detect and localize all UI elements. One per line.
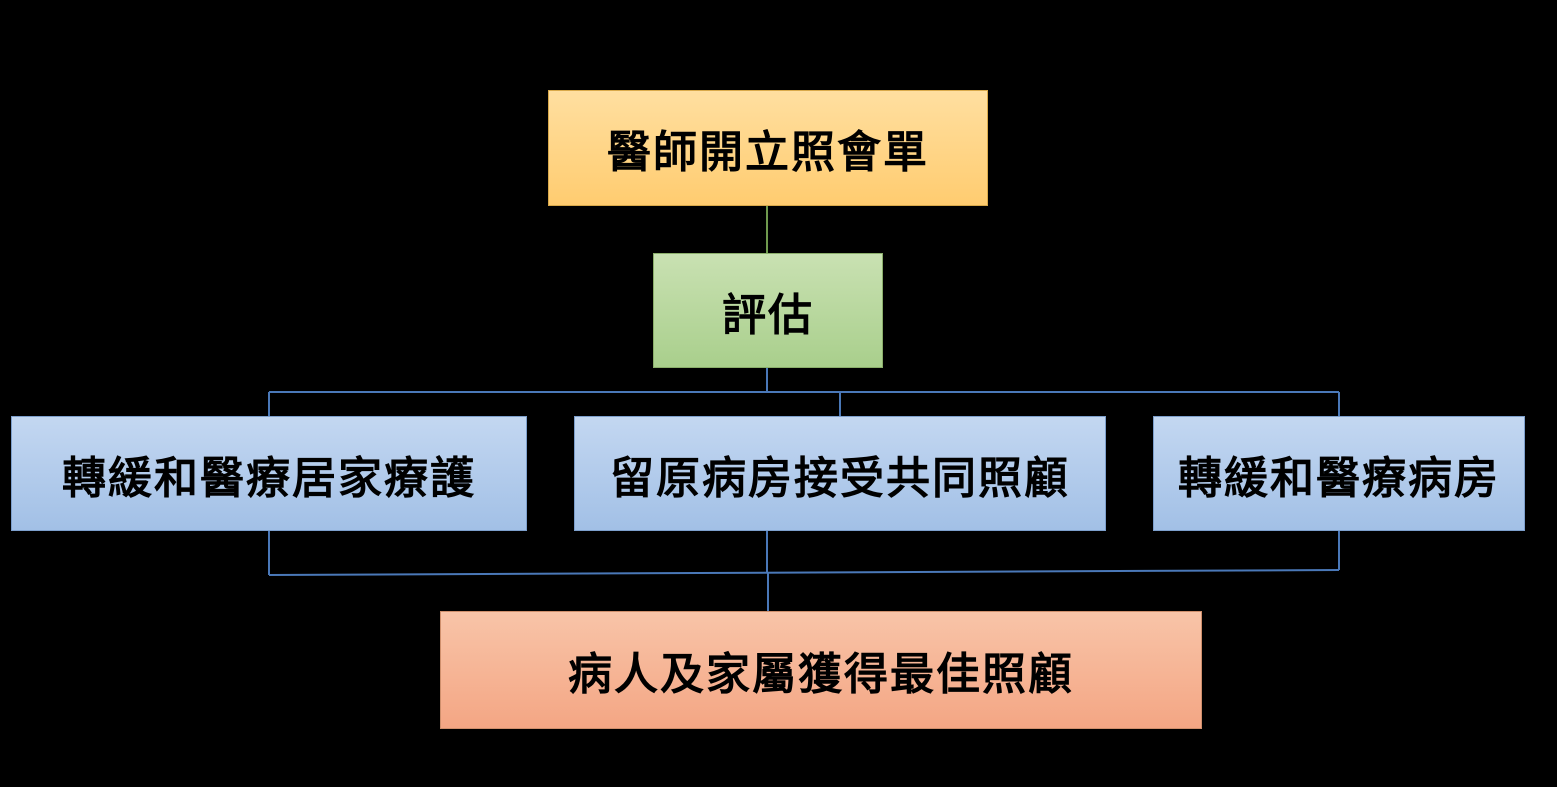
outcome-label: 病人及家屬獲得最佳照顧 bbox=[568, 649, 1074, 700]
assessment-label: 評估 bbox=[722, 289, 814, 341]
assessment-box: 評估 bbox=[653, 253, 883, 368]
option-label-shared-care: 留原病房接受共同照顧 bbox=[610, 452, 1070, 504]
physician-consult-label: 醫師開立照會單 bbox=[607, 127, 929, 178]
outcome-box: 病人及家屬獲得最佳照顧 bbox=[440, 611, 1202, 729]
option-box-hospice-ward: 轉緩和醫療病房 bbox=[1153, 416, 1525, 531]
connector-merge-horizontal bbox=[268, 569, 1340, 576]
physician-consult-box: 醫師開立照會單 bbox=[548, 90, 988, 206]
option-label-home-hospice: 轉緩和醫療居家療護 bbox=[62, 452, 476, 504]
option-box-home-hospice: 轉緩和醫療居家療護 bbox=[11, 416, 527, 531]
option-label-hospice-ward: 轉緩和醫療病房 bbox=[1178, 452, 1500, 504]
option-box-shared-care: 留原病房接受共同照顧 bbox=[574, 416, 1106, 531]
